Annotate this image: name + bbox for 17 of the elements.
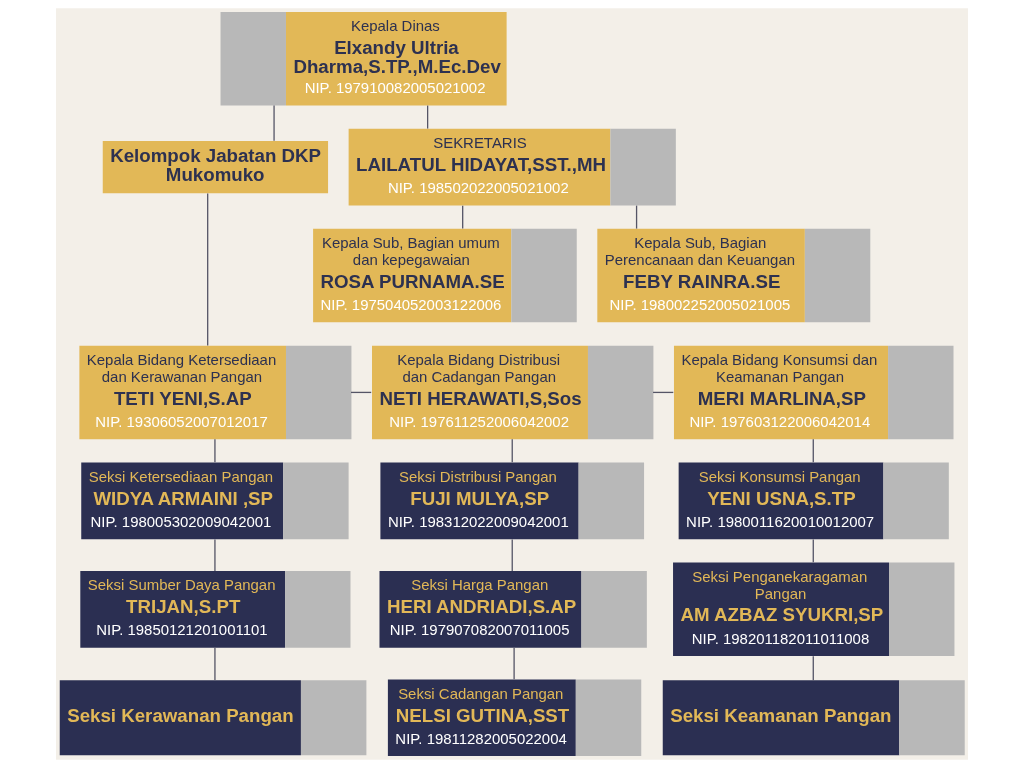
connector <box>350 391 372 394</box>
node-box: Kelompok Jabatan DKP Mukomuko <box>102 140 329 194</box>
connector <box>513 647 515 680</box>
connector <box>511 538 513 572</box>
connector <box>812 538 814 563</box>
connector <box>635 205 638 230</box>
connector <box>214 538 216 572</box>
connector <box>511 438 513 463</box>
connector <box>652 391 674 394</box>
connector <box>426 104 429 130</box>
connector <box>214 647 216 681</box>
connector <box>812 655 814 681</box>
connector <box>273 104 275 142</box>
connector <box>214 438 216 463</box>
connector <box>812 438 814 463</box>
connector <box>207 192 209 347</box>
connector <box>462 205 464 230</box>
